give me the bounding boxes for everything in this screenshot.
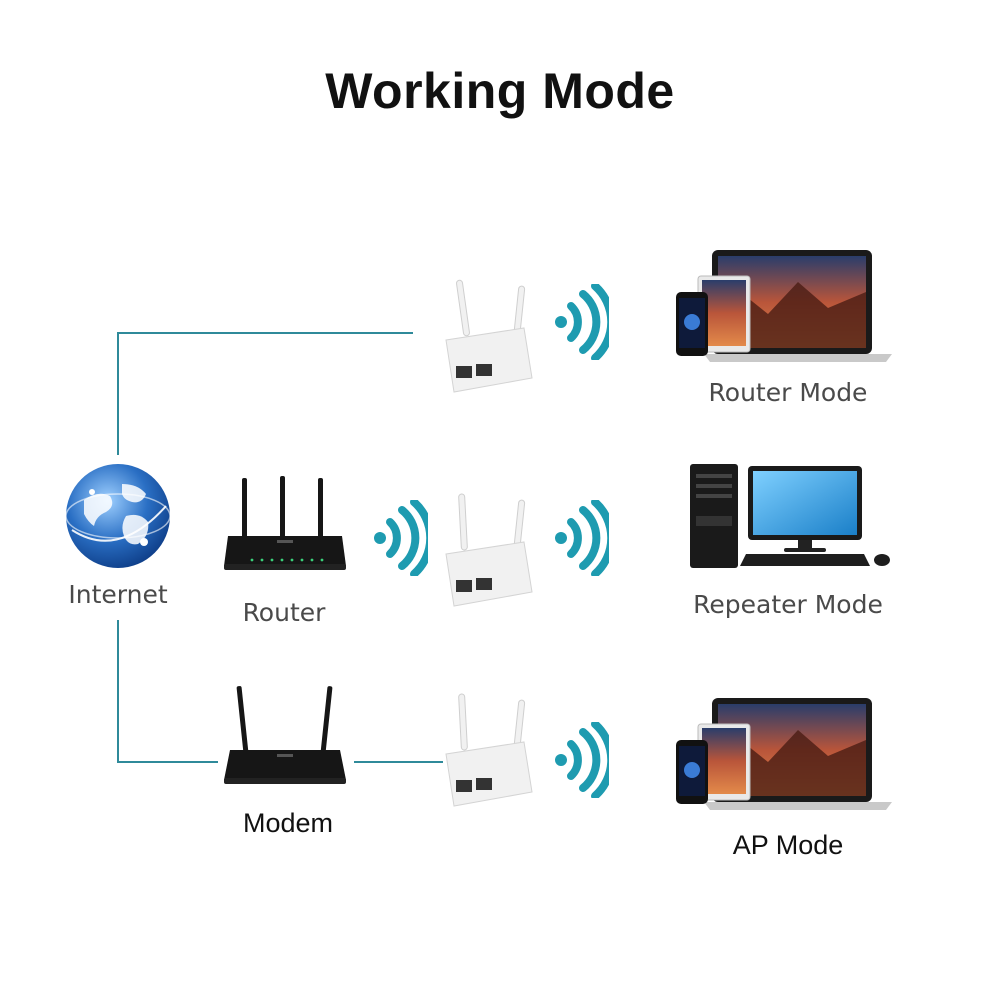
ap-mode-label: AP Mode <box>732 830 844 860</box>
internet-label: Internet <box>68 580 168 609</box>
wifi-signal-icon <box>372 500 428 576</box>
modem-label: Modem <box>242 808 334 838</box>
router-label: Router <box>242 598 326 627</box>
internet-to-router-mode-line <box>117 332 413 455</box>
laptop-tablet-phone-icon <box>668 696 894 814</box>
internet-to-modem-line <box>117 620 218 763</box>
wifi-extender-icon <box>440 692 536 810</box>
wifi-extender-icon <box>440 492 536 610</box>
wifi-extender-icon <box>440 278 536 396</box>
desktop-computer-icon <box>688 462 894 572</box>
wifi-signal-icon <box>553 722 609 798</box>
router-icon <box>222 476 348 576</box>
globe-icon <box>62 460 174 572</box>
router-mode-label: Router Mode <box>708 378 868 407</box>
modem-icon <box>222 684 348 790</box>
wifi-signal-icon <box>553 500 609 576</box>
laptop-tablet-phone-icon <box>668 248 894 366</box>
repeater-mode-label: Repeater Mode <box>693 590 883 619</box>
wifi-signal-icon <box>553 284 609 360</box>
page-title: Working Mode <box>325 63 675 119</box>
